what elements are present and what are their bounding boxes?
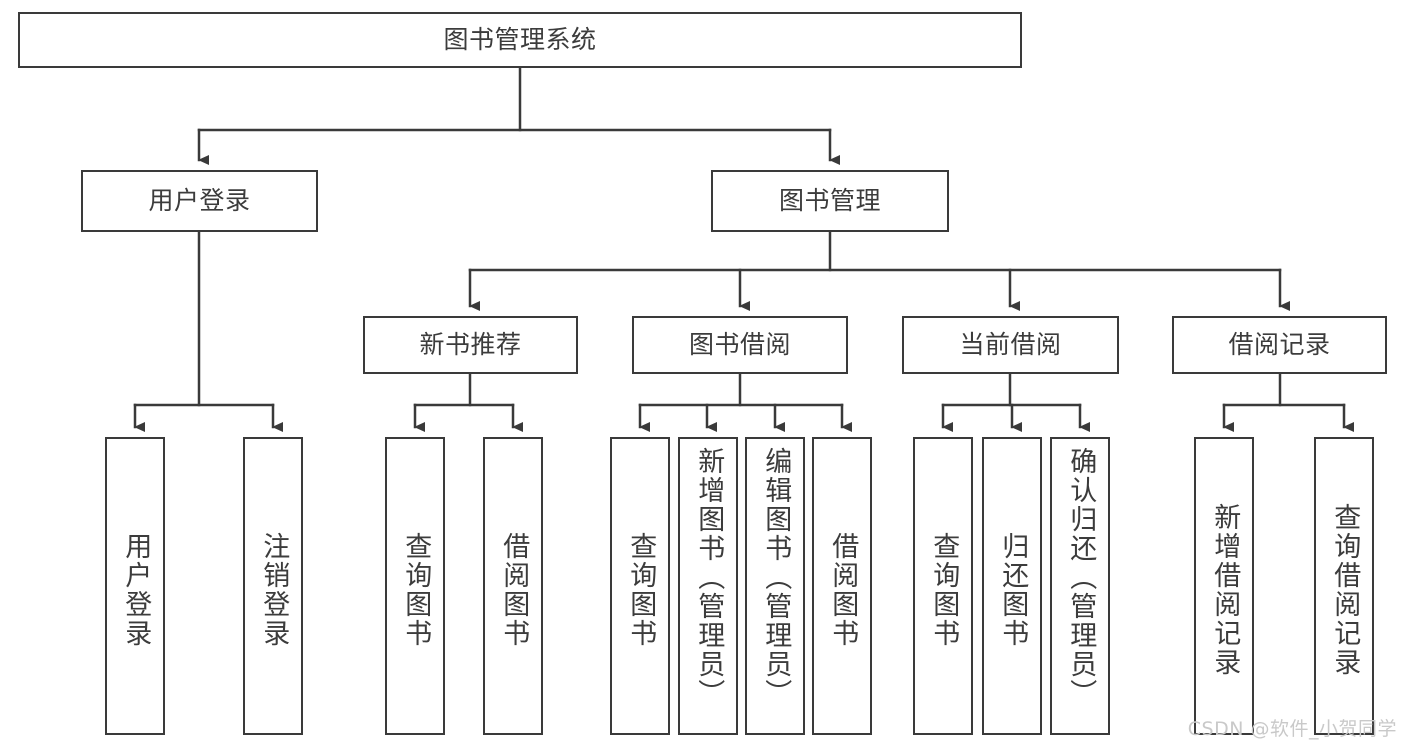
node-leaf-user-login-0[interactable]: 用户登录 (105, 437, 165, 735)
node-current-borrow-label: 当前借阅 (959, 330, 1062, 359)
node-leaf-label: 注销登录 (258, 532, 290, 648)
node-leaf-label: 查询借阅记录 (1329, 503, 1361, 677)
node-leaf-label: 归还图书 (997, 532, 1029, 648)
node-leaf-current-borrow-1[interactable]: 归还图书 (982, 437, 1042, 735)
node-leaf-current-borrow-0[interactable]: 查询图书 (913, 437, 973, 735)
node-leaf-label: 借阅图书 (827, 532, 859, 648)
node-leaf-label: 确认归还（管理员） (1065, 447, 1097, 708)
node-leaf-borrow-records-0[interactable]: 新增借阅记录 (1194, 437, 1254, 735)
node-leaf-book-borrow-0[interactable]: 查询图书 (610, 437, 670, 735)
node-leaf-label: 借阅图书 (498, 532, 530, 648)
node-leaf-new-books-0[interactable]: 查询图书 (385, 437, 445, 735)
node-leaf-current-borrow-2[interactable]: 确认归还（管理员） (1050, 437, 1110, 735)
node-leaf-label: 查询图书 (625, 532, 657, 648)
node-borrow-records-label: 借阅记录 (1228, 330, 1331, 359)
node-user-login-label: 用户登录 (148, 186, 251, 215)
node-root[interactable]: 图书管理系统 (18, 12, 1022, 68)
node-borrow-records[interactable]: 借阅记录 (1172, 316, 1387, 374)
node-leaf-label: 编辑图书（管理员） (760, 447, 792, 708)
node-book-borrow[interactable]: 图书借阅 (632, 316, 848, 374)
node-root-label: 图书管理系统 (443, 25, 597, 54)
node-leaf-label: 用户登录 (120, 532, 152, 648)
node-leaf-borrow-records-1[interactable]: 查询借阅记录 (1314, 437, 1374, 735)
node-leaf-book-borrow-2[interactable]: 编辑图书（管理员） (745, 437, 805, 735)
node-new-books[interactable]: 新书推荐 (363, 316, 578, 374)
csdn-watermark: CSDN @软件_小贺同学 (1187, 718, 1397, 740)
node-leaf-label: 查询图书 (400, 532, 432, 648)
node-new-books-label: 新书推荐 (419, 330, 522, 359)
node-book-manage[interactable]: 图书管理 (711, 170, 949, 232)
node-book-borrow-label: 图书借阅 (688, 330, 791, 359)
node-leaf-book-borrow-1[interactable]: 新增图书（管理员） (678, 437, 738, 735)
node-leaf-book-borrow-3[interactable]: 借阅图书 (812, 437, 872, 735)
node-book-manage-label: 图书管理 (778, 186, 881, 215)
node-user-login[interactable]: 用户登录 (81, 170, 318, 232)
node-leaf-label: 新增图书（管理员） (693, 447, 725, 708)
node-leaf-user-login-1[interactable]: 注销登录 (243, 437, 303, 735)
node-leaf-label: 新增借阅记录 (1209, 503, 1241, 677)
node-leaf-new-books-1[interactable]: 借阅图书 (483, 437, 543, 735)
node-leaf-label: 查询图书 (928, 532, 960, 648)
node-current-borrow[interactable]: 当前借阅 (902, 316, 1119, 374)
